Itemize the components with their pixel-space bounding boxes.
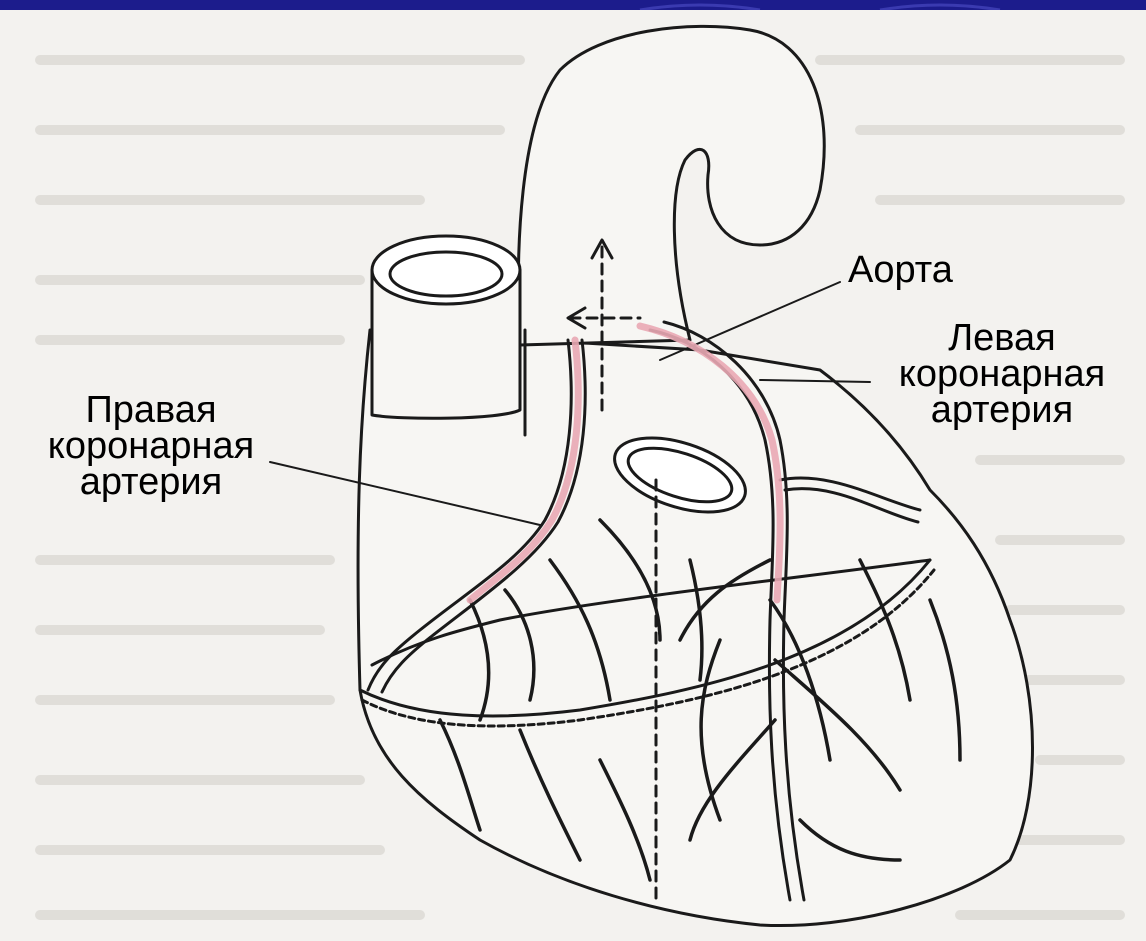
label-aorta-text: Аорта <box>848 252 953 288</box>
aorta-outline <box>518 26 824 345</box>
label-right-coronary-artery: Правая коронарная артерия <box>6 392 296 500</box>
label-left-coronary-artery: Левая коронарная артерия <box>858 320 1146 428</box>
label-left-line-1: Левая <box>858 320 1146 356</box>
label-left-line-2: коронарная <box>858 356 1146 392</box>
label-right-line-2: коронарная <box>6 428 296 464</box>
vena-cava-opening <box>372 236 520 304</box>
label-right-line-3: артерия <box>6 464 296 500</box>
label-aorta: Аорта <box>848 252 953 288</box>
label-left-line-3: артерия <box>858 392 1146 428</box>
label-right-line-1: Правая <box>6 392 296 428</box>
